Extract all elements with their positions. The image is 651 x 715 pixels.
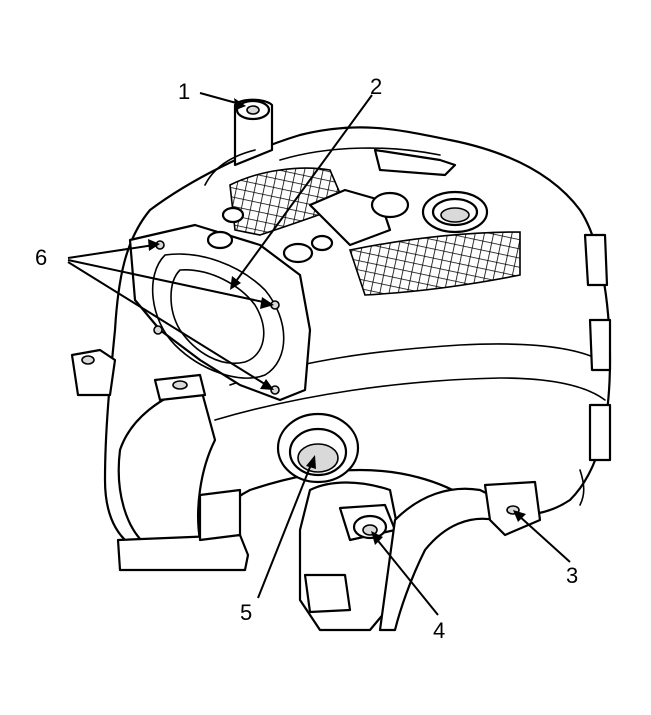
callout-4: 4 (433, 618, 445, 643)
callout-2: 2 (370, 74, 382, 99)
lower-bracket (298, 481, 402, 632)
top-mesh (229, 167, 521, 296)
leader-lines (67, 92, 571, 616)
callout-3: 3 (566, 563, 578, 588)
sensor-fittings (206, 188, 410, 264)
right-lower-arm (378, 480, 542, 632)
callout-labels: 1 2 3 4 5 6 (35, 74, 578, 643)
callout-5: 5 (240, 600, 252, 625)
left-mount-tab (70, 348, 117, 397)
callout-1: 1 (178, 79, 190, 104)
upper-port (421, 190, 489, 234)
callout-6: 6 (35, 245, 47, 270)
left-runner (116, 373, 250, 572)
front-port (276, 412, 360, 484)
